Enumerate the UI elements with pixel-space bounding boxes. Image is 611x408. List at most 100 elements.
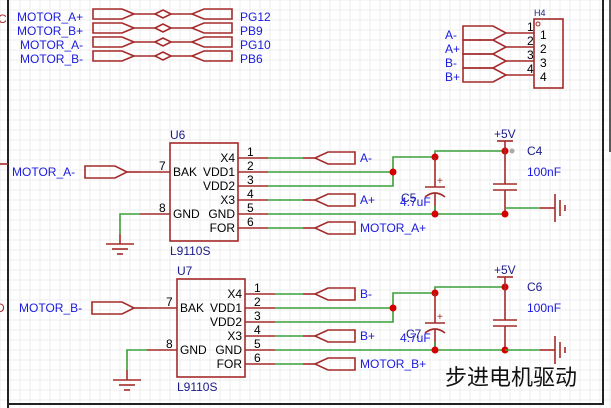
net-port-flag[interactable] xyxy=(189,8,233,20)
net-port-flag[interactable] xyxy=(189,50,233,62)
driver-pin-name: VDD2 xyxy=(210,315,242,329)
driver-u7[interactable]: U7L9110S1X42VDD13VDD24X35GND6FOR78BAKGND… xyxy=(19,263,566,394)
connector-pin-num-1: 1 xyxy=(527,20,534,34)
output-net-label[interactable]: A+ xyxy=(360,193,375,207)
driver-pin-number: 4 xyxy=(254,323,261,337)
driver-pin-name: FOR xyxy=(210,221,236,235)
cap-bulk-ref: C5 xyxy=(401,191,417,205)
junction-dot xyxy=(431,346,439,354)
input-net-flag[interactable] xyxy=(91,301,136,315)
junction-dot xyxy=(389,168,397,176)
connector-pin-name-3: 3 xyxy=(540,56,547,70)
driver-pin-number: 2 xyxy=(247,159,254,173)
connector-net-a-minus[interactable]: A- xyxy=(445,28,457,42)
net-tie-diamond-icon xyxy=(153,23,173,33)
driver-pin-number: 3 xyxy=(247,173,254,187)
driver-pin-name: X3 xyxy=(220,193,235,207)
plus-icon: + xyxy=(437,312,443,323)
net-port-flag[interactable] xyxy=(92,22,137,34)
driver-pin-name: VDD1 xyxy=(203,165,235,179)
net-label-motor-a-minus[interactable]: MOTOR_A- xyxy=(20,38,83,52)
net-port-flag[interactable] xyxy=(189,36,233,48)
driver-pin-number: 6 xyxy=(247,215,254,229)
power-label: +5V xyxy=(494,127,516,141)
net-port-flag[interactable] xyxy=(92,36,137,48)
junction-dot xyxy=(389,304,397,312)
driver-pin-name: BAK xyxy=(173,165,197,179)
net-label-motor-b-plus[interactable]: MOTOR_B+ xyxy=(17,24,83,38)
output-net-label[interactable]: A- xyxy=(360,151,372,165)
driver-pin-number: 7 xyxy=(159,159,166,173)
output-net-flag[interactable] xyxy=(313,151,356,165)
output-net-label[interactable]: MOTOR_B+ xyxy=(360,357,426,371)
net-label-motor-b-minus[interactable]: MOTOR_B- xyxy=(20,52,83,66)
driver-pin-name: X4 xyxy=(227,287,242,301)
driver-pin-name: FOR xyxy=(217,357,243,371)
connector-pin-num-3: 3 xyxy=(527,48,534,62)
connector-ref: H4 xyxy=(534,8,546,18)
unconnected-pin-dot xyxy=(509,148,515,154)
gnd-wire xyxy=(119,213,140,234)
driver-pin-number: 1 xyxy=(254,281,261,295)
junction-dot xyxy=(431,210,439,218)
input-net-label[interactable]: MOTOR_A- xyxy=(12,165,75,179)
output-net-label[interactable]: B- xyxy=(360,287,372,301)
driver-pin-name: GND xyxy=(215,343,242,357)
driver-pin-name: GND xyxy=(180,343,207,357)
driver-pin-number: 6 xyxy=(254,351,261,365)
input-net-flag[interactable] xyxy=(84,165,129,179)
net-label-pg12[interactable]: PG12 xyxy=(240,10,271,24)
net-tie-diamond-icon xyxy=(153,9,173,19)
output-net-label[interactable]: B+ xyxy=(360,329,375,343)
cap-decouple-ref: C4 xyxy=(527,144,543,158)
driver-pin-number: 8 xyxy=(159,201,166,215)
net-port-flag[interactable] xyxy=(189,22,233,34)
connector-net-flag[interactable] xyxy=(462,67,508,83)
connector-h4[interactable]: H4 A- A+ B- B+ 1 2 3 4 1 2 3 4 xyxy=(445,8,564,89)
pin1-marker-icon xyxy=(535,21,541,27)
net-label-motor-a-plus[interactable]: MOTOR_A+ xyxy=(17,10,83,24)
output-net-flag[interactable] xyxy=(313,221,356,235)
driver-ref: U7 xyxy=(177,264,193,278)
net-label-pg10[interactable]: PG10 xyxy=(240,38,271,52)
output-net-flag[interactable] xyxy=(313,357,356,371)
output-net-flag[interactable] xyxy=(313,287,356,301)
driver-pin-name: VDD2 xyxy=(203,179,235,193)
cap-bulk-value: 4.7uF xyxy=(400,331,431,345)
connector-net-flag[interactable] xyxy=(462,25,508,41)
cap-bulk-value: 4.7uF xyxy=(400,195,431,209)
connector-net-flag[interactable] xyxy=(462,39,508,55)
section-title: 步进电机驱动 xyxy=(445,366,577,391)
frame-zone-letter-d: D xyxy=(0,301,5,315)
net-port-flag[interactable] xyxy=(92,50,137,62)
connector-net-b-plus[interactable]: B+ xyxy=(445,70,460,84)
output-net-flag[interactable] xyxy=(313,329,356,343)
connector-net-a-plus[interactable]: A+ xyxy=(445,42,460,56)
output-net-label[interactable]: MOTOR_A+ xyxy=(360,221,426,235)
driver-part-number: L9110S xyxy=(170,244,210,258)
cap-decouple-value: 100nF xyxy=(527,165,561,179)
net-label-pb6[interactable]: PB6 xyxy=(240,52,263,66)
connector-pin-num-2: 2 xyxy=(527,34,534,48)
driver-body xyxy=(176,278,246,378)
cap-decouple-ref: C6 xyxy=(527,280,543,294)
driver-pin-number: 4 xyxy=(247,187,254,201)
driver-u6[interactable]: U6L9110S1X42VDD13VDD24X35GND6FOR78BAKGND… xyxy=(12,127,566,258)
frame-zone-letter-c: C xyxy=(0,12,7,26)
driver-pin-name: X3 xyxy=(227,329,242,343)
net-tie-diamond-icon xyxy=(153,51,173,61)
net-map: MOTOR_A+ MOTOR_B+ MOTOR_A- MOTOR_B- PG12… xyxy=(17,8,271,66)
cap-decouple-value: 100nF xyxy=(527,301,561,315)
net-label-pb9[interactable]: PB9 xyxy=(240,24,263,38)
driver-pin-number: 2 xyxy=(254,295,261,309)
connector-pin-num-4: 4 xyxy=(527,62,534,76)
connector-net-flag[interactable] xyxy=(462,53,508,69)
net-port-flag[interactable] xyxy=(92,8,137,20)
input-net-label[interactable]: MOTOR_B- xyxy=(19,301,82,315)
driver-pin-name: GND xyxy=(173,207,200,221)
output-net-flag[interactable] xyxy=(313,193,356,207)
driver-pin-name: BAK xyxy=(180,301,204,315)
connector-net-b-minus[interactable]: B- xyxy=(445,56,457,70)
driver-ref: U6 xyxy=(170,128,186,142)
